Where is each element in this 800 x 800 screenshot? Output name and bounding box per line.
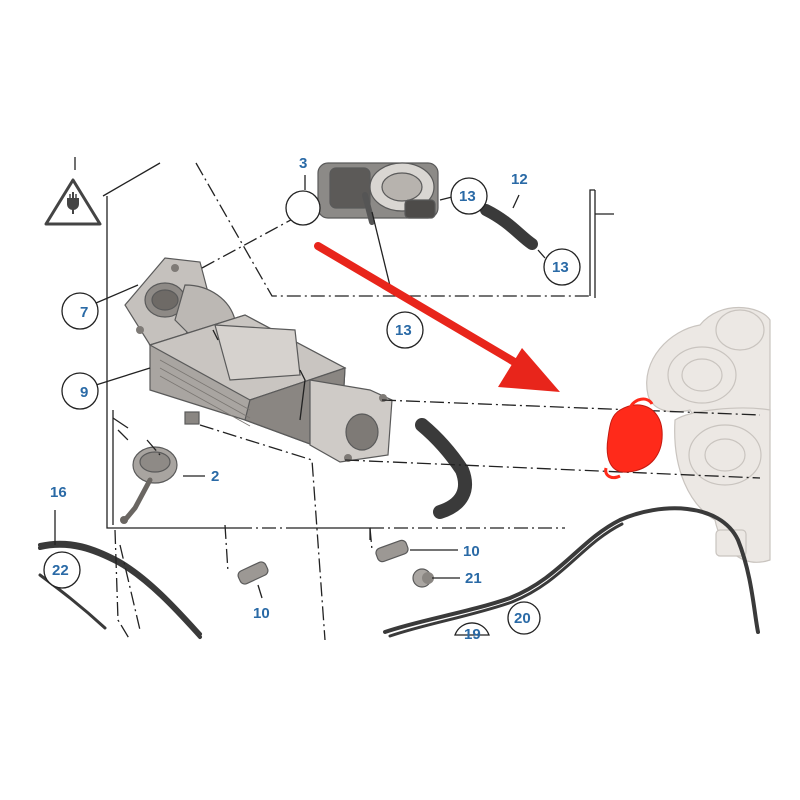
callout-13-top: 13 (439, 177, 488, 215)
svg-text:3: 3 (299, 155, 307, 172)
bolt-10-left (237, 561, 269, 585)
svg-text:16: 16 (50, 484, 67, 501)
coolant-hose (415, 418, 472, 519)
callout-20: 20 (507, 601, 541, 635)
svg-text:13: 13 (552, 259, 569, 276)
red-pointer-arrow (314, 242, 560, 392)
callout-21: 21 (432, 570, 482, 587)
callout-12: 12 (511, 171, 528, 209)
callout-10-right: 10 (410, 543, 480, 560)
callout-2: 2 (183, 468, 219, 485)
svg-text:10: 10 (463, 543, 480, 560)
callout-7: 7 (61, 284, 139, 330)
svg-text:22: 22 (52, 562, 69, 579)
callout-19: 19 (454, 622, 490, 643)
lower-pipes (38, 506, 760, 639)
svg-text:10: 10 (253, 605, 270, 622)
svg-text:19: 19 (464, 626, 481, 643)
callout-3: 3 (285, 155, 321, 226)
callout-9: 9 (61, 367, 151, 410)
svg-text:13: 13 (395, 322, 412, 339)
callout-10-left: 10 (253, 584, 270, 622)
egr-gasket-highlight (604, 397, 663, 480)
vacuum-actuator (120, 446, 178, 524)
ghost-turbo-assembly (646, 306, 771, 563)
callout-16: 16 (50, 484, 67, 545)
svg-text:12: 12 (511, 171, 528, 188)
bolt-21 (412, 568, 434, 588)
svg-text:20: 20 (514, 610, 531, 627)
svg-text:13: 13 (459, 188, 476, 205)
bolt-10-right (375, 539, 409, 563)
callout-22: 22 (43, 551, 81, 589)
svg-text:21: 21 (465, 570, 482, 587)
electrical-warning-triangle-icon (44, 157, 102, 226)
callout-13-right: 13 (537, 248, 581, 286)
svg-text:7: 7 (80, 304, 88, 321)
egr-valve (317, 162, 439, 225)
egr-cooler (124, 257, 393, 463)
callout-13-mid: 13 (386, 311, 424, 349)
trace-lines (112, 211, 761, 641)
vacuum-hose-12 (480, 204, 538, 250)
svg-text:2: 2 (211, 468, 219, 485)
svg-text:9: 9 (80, 384, 88, 401)
